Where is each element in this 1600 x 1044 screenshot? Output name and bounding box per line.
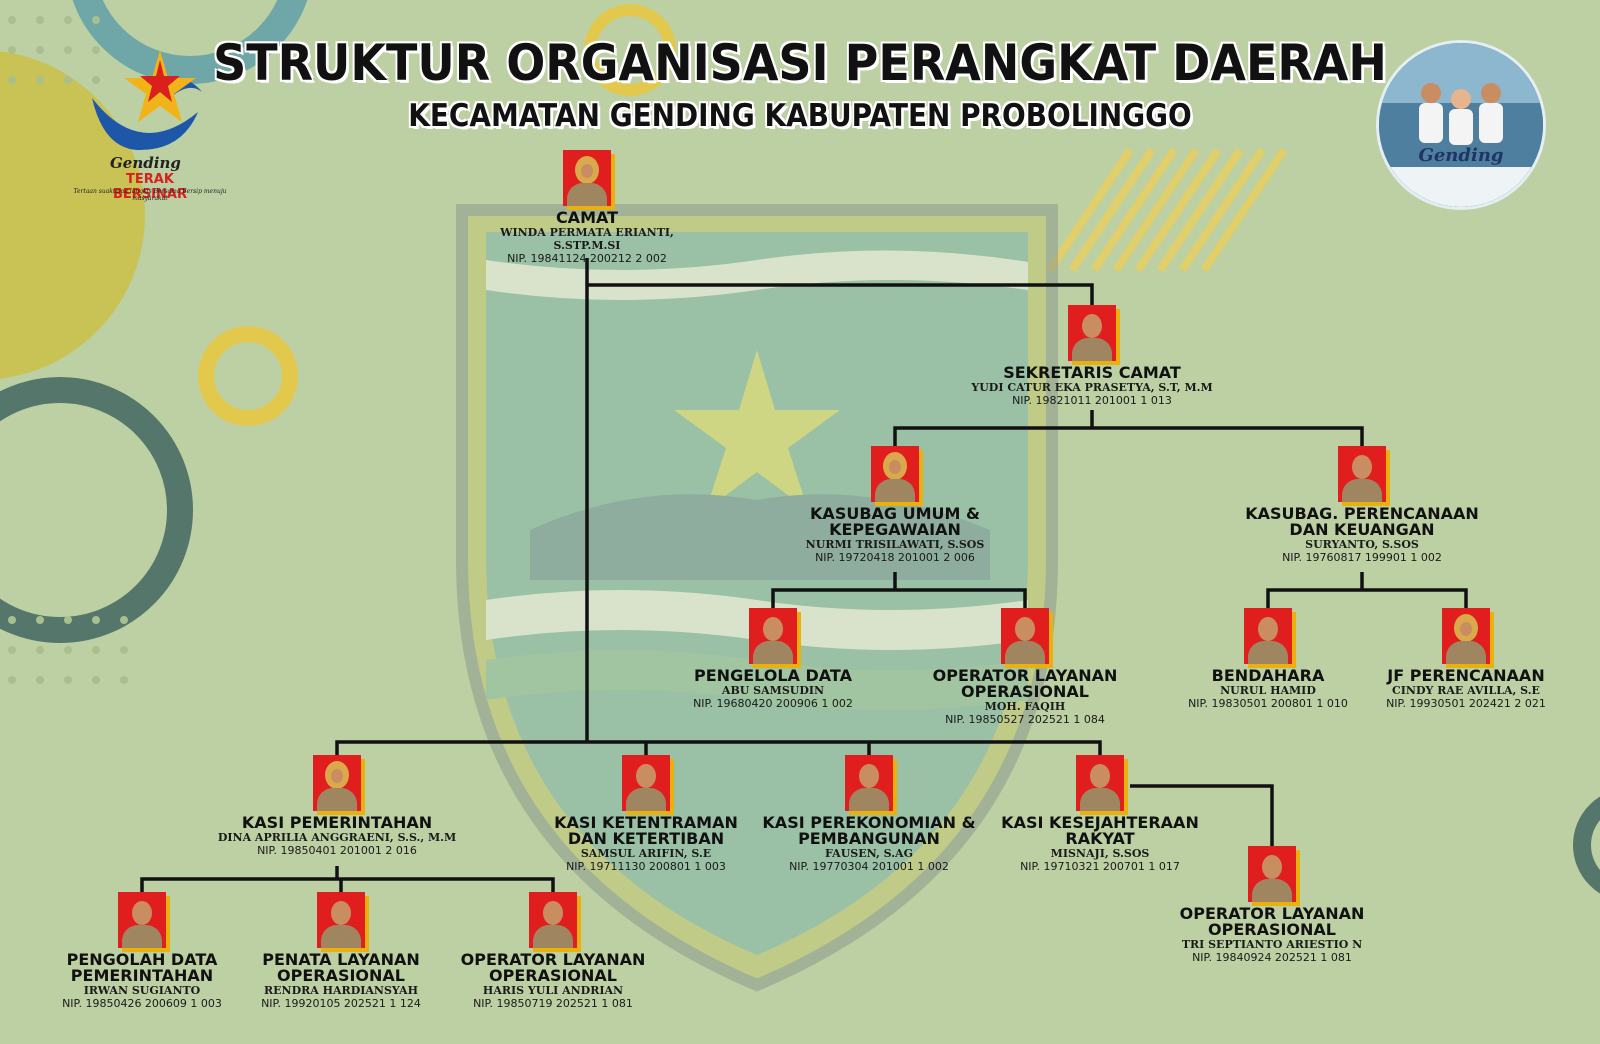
node-person-name: ABU SAMSUDIN: [663, 684, 883, 697]
node-role: KASI PEMERINTAHAN: [202, 815, 472, 831]
logo-motto: Tertaan suaktaiaa langkis Bersama Bersip…: [70, 188, 230, 202]
node-nip: NIP. 19850426 200609 1 003: [47, 997, 237, 1011]
node-person-name: NURMI TRISILAWATI, S.Sos: [780, 538, 1010, 551]
badge-script: Gending: [1379, 145, 1543, 166]
person-photo: [313, 755, 361, 811]
node-role: PENGELOLA DATA: [663, 668, 883, 684]
logo-script: Gending: [110, 154, 180, 172]
node-nip: NIP. 19760817 199901 1 002: [1227, 551, 1497, 565]
person-photo: [563, 150, 611, 206]
person-photo: [529, 892, 577, 948]
node-nip: NIP. 19930501 202421 2 021: [1366, 697, 1566, 711]
decor-stripes: [1050, 150, 1284, 270]
person-photo: [317, 892, 365, 948]
node-person-name: SURYANTO, S.Sos: [1227, 538, 1497, 551]
person-photo: [1244, 608, 1292, 664]
node-person-name: NURUL HAMID: [1168, 684, 1368, 697]
person-photo: [622, 755, 670, 811]
node-person-name: DINA APRILIA ANGGRAENI, S.S., M.M: [202, 831, 472, 844]
decor-ring-yellow: [206, 334, 290, 418]
node-person-name: CINDY RAE AVILLA, S.E: [1366, 684, 1566, 697]
node-person-name: RENDRA HARDIANSYAH: [246, 984, 436, 997]
node-role: KASUBAG. PERENCANAAN DAN KEUANGAN: [1227, 506, 1497, 538]
node-nip: NIP. 19770304 201001 1 002: [762, 860, 977, 874]
node-role: KASI KESEJAHTERAAN RAKYAT: [988, 815, 1213, 847]
person-photo: [1442, 608, 1490, 664]
node-nip: NIP. 19720418 201001 2 006: [780, 551, 1010, 565]
node-person-name: IRWAN SUGIANTO: [47, 984, 237, 997]
node-role: KASI PEREKONOMIAN & PEMBANGUNAN: [762, 815, 977, 847]
node-role: OPERATOR LAYANAN OPERASIONAL: [448, 952, 658, 984]
node-nip: NIP. 19850527 202521 1 084: [910, 713, 1140, 727]
node-person-name: MOH. FAQIH: [910, 700, 1140, 713]
decor-ring-right: [1582, 797, 1600, 893]
person-photo: [845, 755, 893, 811]
decor-ring-green: [0, 390, 180, 630]
node-role: PENGOLAH DATA PEMERINTAHAN: [47, 952, 237, 984]
person-photo: [1338, 446, 1386, 502]
person-photo: [1076, 755, 1124, 811]
node-role: KASI KETENTRAMAN DAN KETERTIBAN: [541, 815, 751, 847]
node-nip: NIP. 19850719 202521 1 081: [448, 997, 658, 1011]
person-photo: [1001, 608, 1049, 664]
page-title: STRUKTUR ORGANISASI PERANGKAT DAERAH: [64, 34, 1536, 92]
node-nip: NIP. 19840924 202521 1 081: [1157, 951, 1387, 965]
person-photo: [749, 608, 797, 664]
person-photo: [118, 892, 166, 948]
node-nip: NIP. 19680420 200906 1 002: [663, 697, 883, 711]
node-role: CAMAT: [487, 210, 687, 226]
node-person-name: FAUSEN, S.Ag: [762, 847, 977, 860]
node-role: PENATA LAYANAN OPERASIONAL: [246, 952, 436, 984]
node-role: OPERATOR LAYANAN OPERASIONAL: [1157, 906, 1387, 938]
node-role: OPERATOR LAYANAN OPERASIONAL: [910, 668, 1140, 700]
node-person-name: SAMSUL ARIFIN, S.E: [541, 847, 751, 860]
node-nip: NIP. 19821011 201001 1 013: [947, 394, 1237, 408]
node-role: JF PERENCANAAN: [1366, 668, 1566, 684]
node-role: BENDAHARA: [1168, 668, 1368, 684]
person-photo: [1068, 305, 1116, 361]
node-nip: NIP. 19850401 201001 2 016: [202, 844, 472, 858]
node-role: SEKRETARIS CAMAT: [947, 365, 1237, 381]
page-subtitle: KECAMATAN GENDING KABUPATEN PROBOLINGGO: [80, 98, 1520, 134]
node-person-name: WINDA PERMATA ERIANTI, S.STP.M.Si: [487, 226, 687, 252]
node-nip: NIP. 19830501 200801 1 010: [1168, 697, 1368, 711]
node-nip: NIP. 19841124 200212 2 002: [487, 252, 687, 266]
node-role: KASUBAG UMUM & KEPEGAWAIAN: [780, 506, 1010, 538]
node-person-name: TRI SEPTIANTO ARIESTIO N: [1157, 938, 1387, 951]
person-photo: [1248, 846, 1296, 902]
node-person-name: YUDI CATUR EKA PRASETYA, S.T, M.M: [947, 381, 1237, 394]
node-nip: NIP. 19711130 200801 1 003: [541, 860, 751, 874]
node-person-name: HARIS YULI ANDRIAN: [448, 984, 658, 997]
node-nip: NIP. 19920105 202521 1 124: [246, 997, 436, 1011]
person-photo: [871, 446, 919, 502]
